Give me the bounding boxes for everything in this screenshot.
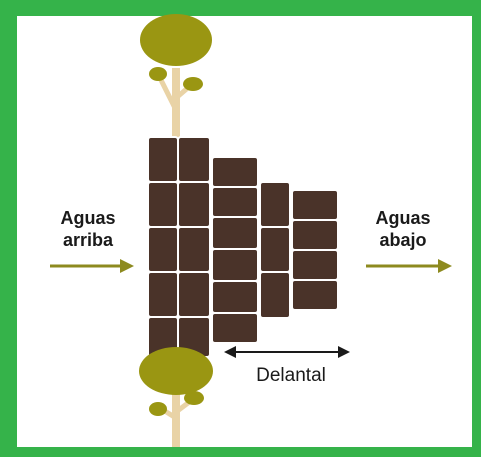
stone-block <box>211 186 259 218</box>
upstream-arrow <box>50 259 134 273</box>
upstream-label-line1: Aguas <box>60 208 116 228</box>
stone-block <box>147 226 179 273</box>
apron-label: Delantal <box>256 365 326 386</box>
stone-block <box>259 271 291 319</box>
downstream-label-line2: abajo <box>379 230 427 250</box>
stone-block <box>259 181 291 228</box>
stone-block <box>147 181 179 228</box>
stone-block <box>177 226 211 273</box>
stone-block <box>147 271 179 318</box>
downstream-arrow <box>366 259 452 273</box>
stone-block <box>291 279 339 311</box>
frame-top <box>0 0 481 16</box>
stone-block <box>177 136 211 183</box>
downstream-label-line1: Aguas <box>375 208 431 228</box>
stone-block <box>291 189 339 221</box>
stone-block <box>211 216 259 250</box>
stone-block <box>291 249 339 281</box>
stone-block <box>211 280 259 314</box>
tree-leaf <box>184 391 204 405</box>
stone-block <box>177 181 211 228</box>
upstream-label: Aguas arriba <box>40 207 136 251</box>
downstream-label: Aguas abajo <box>358 207 448 251</box>
stone-block <box>259 226 291 273</box>
stone-block <box>211 248 259 282</box>
tree-canopy <box>139 347 213 395</box>
frame-left <box>0 0 17 457</box>
frame-bottom <box>0 447 481 457</box>
frame-right <box>472 0 481 457</box>
stone-block <box>177 271 211 318</box>
stone-block <box>211 312 259 344</box>
top-tree <box>140 14 212 140</box>
stone-block <box>211 156 259 188</box>
apron-arrow <box>224 346 350 358</box>
stone-block <box>291 219 339 251</box>
stone-block <box>147 136 179 183</box>
stone-wall <box>147 136 339 358</box>
tree-leaf <box>183 77 203 91</box>
tree-leaf <box>149 402 167 416</box>
upstream-label-line2: arriba <box>62 230 114 250</box>
tree-canopy <box>140 14 212 66</box>
tree-leaf <box>149 67 167 81</box>
